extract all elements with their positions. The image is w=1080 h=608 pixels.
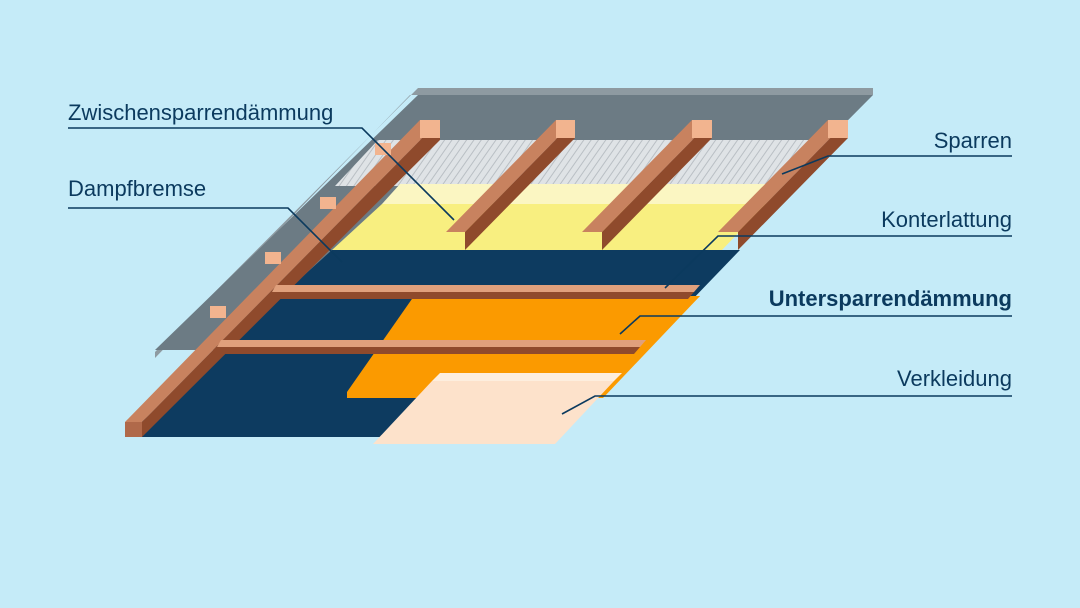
rafter-side xyxy=(142,120,440,437)
leader-line-sparren xyxy=(781,155,1012,175)
rafter-stub xyxy=(320,197,336,209)
cladding-top xyxy=(432,373,622,381)
between-rafter-insulation xyxy=(332,204,766,250)
rafter-end xyxy=(828,120,848,138)
rafter-end xyxy=(420,120,440,138)
rafter xyxy=(125,120,440,422)
rafter-stub xyxy=(210,306,226,318)
leader-line-dampfbremse xyxy=(68,207,343,263)
rafter xyxy=(125,422,142,437)
counter-batten xyxy=(272,292,694,299)
label-verkleidung: Verkleidung xyxy=(897,366,1012,391)
rafter-side xyxy=(465,120,575,250)
leader-line-zwischensparrendaemmung xyxy=(68,127,455,221)
label-untersparrendaemmung: Untersparrendämmung xyxy=(768,286,1012,311)
cladding xyxy=(373,381,614,444)
rafter-side xyxy=(602,120,712,250)
counter-battens xyxy=(217,285,700,354)
rafter-end xyxy=(692,120,712,138)
label-dampfbremse: Dampfbremse xyxy=(68,176,207,201)
between-rafter-insulation-top xyxy=(382,184,785,204)
rafter xyxy=(582,120,712,232)
counter-batten xyxy=(272,285,700,292)
rafter-stub xyxy=(265,252,281,264)
rafter-end xyxy=(556,120,575,138)
label-sparren: Sparren xyxy=(933,128,1012,153)
counter-batten xyxy=(217,340,646,347)
label-zwischensparrendaemmung: Zwischensparrendämmung xyxy=(68,100,334,125)
counter-batten xyxy=(217,347,640,354)
leader-line-konterlattung xyxy=(664,235,1012,289)
rafters xyxy=(125,120,848,437)
leader-line-untersparrendaemmung xyxy=(619,315,1012,335)
roof-underlay-mesh xyxy=(335,140,835,186)
leader-lines xyxy=(68,127,1012,415)
rafter-side xyxy=(738,120,848,250)
rafter xyxy=(718,120,848,232)
rafter xyxy=(446,120,575,232)
label-konterlattung: Konterlattung xyxy=(881,207,1012,232)
leader-line-verkleidung xyxy=(561,395,1012,415)
